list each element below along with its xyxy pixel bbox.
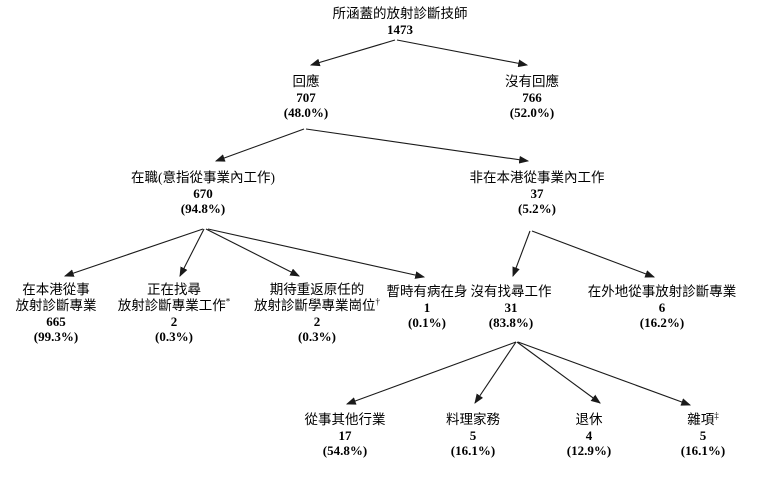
arrow-notseeking-retired — [516, 341, 601, 404]
arrow-employed-awaiting — [205, 228, 300, 277]
node-label-line2: 放射診斷學專業崗位† — [254, 296, 381, 314]
node-percent: (16.1%) — [680, 443, 726, 458]
arrow-responded-employed — [214, 128, 305, 162]
node-count: 1473 — [387, 22, 413, 37]
node-percent: (83.8%) — [488, 315, 534, 330]
node-percent: (48.0%) — [283, 105, 329, 120]
node-label-line2: 放射診斷專業工作* — [117, 296, 231, 314]
node-percent: (12.9%) — [566, 443, 612, 458]
node-label: 在外地從事放射診斷專業 — [587, 284, 737, 299]
node-count: 17 — [338, 428, 352, 443]
node-responded: 回應 707 (48.0%) — [284, 74, 328, 120]
node-count: 665 — [46, 314, 66, 329]
node-label: 從事其他行業 — [304, 412, 386, 427]
arrow-total-not-responded — [396, 39, 529, 68]
node-percent: (54.8%) — [322, 443, 368, 458]
node-miscellaneous: 雜項‡ 5 (16.1%) — [680, 410, 726, 458]
node-count: 1 — [423, 300, 431, 315]
node-percent: (52.0%) — [509, 105, 555, 120]
node-percent: (5.2%) — [518, 201, 556, 216]
arrow-notseeking-misc — [517, 341, 692, 406]
node-label-line1: 正在找尋 — [147, 282, 201, 297]
node-count: 2 — [313, 314, 321, 329]
node-employed: 在職(意指從事業內工作) 670 (94.8%) — [131, 170, 275, 216]
node-percent: (0.3%) — [298, 329, 336, 344]
node-count: 766 — [522, 90, 542, 105]
node-not-responded: 沒有回應 766 (52.0%) — [505, 74, 559, 120]
node-label: 所涵蓋的放射診斷技師 — [332, 6, 468, 21]
node-count: 31 — [504, 300, 518, 315]
arrow-notseeking-other-industry — [345, 341, 517, 405]
node-label-text: 放射診斷專業工作 — [117, 298, 226, 313]
node-percent: (99.3%) — [33, 329, 79, 344]
arrow-total-responded — [309, 39, 396, 67]
node-percent: (16.1%) — [450, 443, 496, 458]
node-label-line2: 放射診斷專業 — [15, 298, 97, 313]
node-percent: (0.1%) — [408, 315, 446, 330]
footnote-marker-asterisk: * — [225, 296, 231, 307]
arrow-nothk-overseas — [531, 230, 656, 278]
node-label-text: 放射診斷學專業崗位 — [254, 298, 376, 313]
node-not-seeking-work: 沒有找尋工作 31 (83.8%) — [471, 284, 552, 330]
node-count: 4 — [585, 428, 593, 443]
node-not-in-hk-profession: 非在本港從事業內工作 37 (5.2%) — [470, 170, 605, 216]
arrow-employed-seeking — [179, 228, 205, 277]
node-label: 回應 — [292, 74, 320, 89]
node-label: 暫時有病在身 — [386, 284, 468, 299]
node-total-covered: 所涵蓋的放射診斷技師 1473 — [333, 6, 468, 37]
node-label: 沒有找尋工作 — [470, 284, 552, 299]
node-percent: (94.8%) — [180, 201, 226, 216]
arrow-notseeking-housekeeping — [474, 341, 517, 404]
node-count: 2 — [170, 314, 178, 329]
node-label-line1: 在本港從事 — [22, 282, 90, 297]
node-temporarily-ill: 暫時有病在身 1 (0.1%) — [387, 284, 468, 330]
node-count: 5 — [699, 428, 707, 443]
node-label: 沒有回應 — [505, 74, 559, 89]
node-seeking-job: 正在找尋 放射診斷專業工作* 2 (0.3%) — [118, 282, 231, 344]
arrow-nothk-not-seeking — [512, 230, 531, 278]
footnote-marker-double-dagger: ‡ — [714, 410, 719, 421]
node-label: 退休 — [575, 412, 603, 427]
arrow-employed-ill — [207, 228, 426, 279]
node-count: 5 — [469, 428, 477, 443]
node-count: 37 — [530, 186, 544, 201]
node-housekeeping: 料理家務 5 (16.1%) — [446, 412, 500, 458]
node-practising-overseas: 在外地從事放射診斷專業 6 (16.2%) — [588, 284, 737, 330]
arrow-employed-practising-hk — [63, 228, 204, 277]
node-label: 雜項‡ — [681, 410, 725, 428]
node-count: 707 — [296, 90, 316, 105]
node-percent: (0.3%) — [155, 329, 193, 344]
node-label: 在職(意指從事業內工作) — [131, 170, 275, 185]
node-awaiting-return: 期待重返原任的 放射診斷學專業崗位† 2 (0.3%) — [254, 282, 380, 344]
node-retired: 退休 4 (12.9%) — [567, 412, 611, 458]
node-count: 6 — [658, 300, 666, 315]
node-label: 非在本港從事業內工作 — [469, 170, 605, 185]
node-other-industry: 從事其他行業 17 (54.8%) — [305, 412, 386, 458]
node-label-text: 雜項 — [687, 412, 715, 427]
node-practising-in-hk: 在本港從事 放射診斷專業 665 (99.3%) — [16, 282, 97, 344]
footnote-marker-dagger: † — [375, 296, 381, 307]
node-percent: (16.2%) — [639, 315, 685, 330]
node-label: 料理家務 — [446, 412, 500, 427]
node-count: 670 — [193, 186, 213, 201]
node-label-line1: 期待重返原任的 — [269, 282, 365, 297]
arrow-responded-not-in-hk — [305, 128, 530, 164]
